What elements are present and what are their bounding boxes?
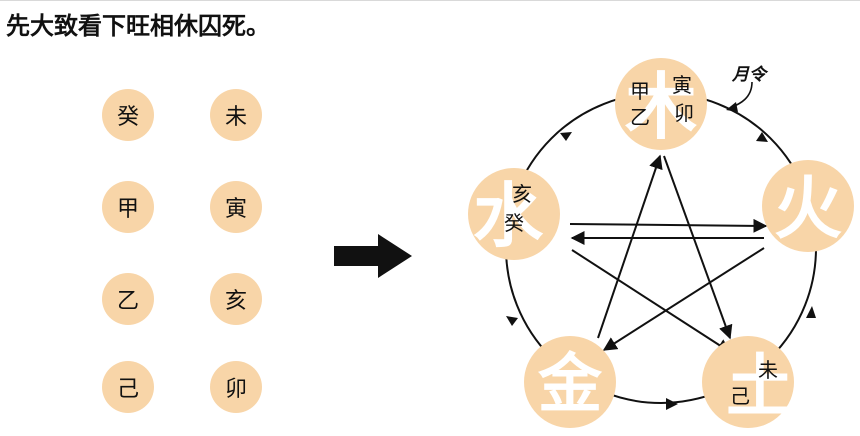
branch-wei: 未 [758,358,778,382]
chip-yi: 乙 [102,273,154,325]
node-fire: 火 [762,160,854,252]
node-water: 水 亥 癸 [468,168,560,260]
cycle-arrowhead [806,306,816,318]
cycle-arrowhead [560,132,572,141]
chip-wei: 未 [210,89,262,141]
node-fire-circle [762,160,854,252]
stem-jia: 甲 [630,79,650,103]
element-metal-label: 金 [537,347,603,422]
top-divider [0,0,860,1]
branch-hai: 亥 [512,182,532,206]
right-arrow-icon [334,234,412,278]
annotation-arrowhead-icon [726,102,738,112]
star-line [571,249,732,353]
star-line [597,154,663,339]
month-order-annotation: 月令 [731,65,769,85]
chip-gui: 癸 [102,89,154,141]
star-line [569,218,768,233]
node-earth: 土 未 己 [702,336,794,428]
stem-yi: 乙 [630,105,650,129]
node-wood: 木 甲 乙 寅 卯 [615,58,707,150]
star-line [602,247,765,351]
element-fire-label: 火 [774,169,842,249]
node-water-circle [468,168,560,260]
branch-yin: 寅 [672,73,692,97]
chip-mao: 卯 [210,361,262,413]
page-title: 先大致看下旺相休囚死。 [6,12,270,40]
cycle-arrowhead [756,132,768,142]
node-wood-circle [615,58,707,150]
cycle-arrowhead [506,316,518,326]
stem-gui: 癸 [504,211,524,235]
element-wood-label: 木 [625,64,697,149]
stem-ji: 己 [730,384,750,408]
node-metal-circle [524,336,616,428]
element-earth-label: 土 [726,347,794,427]
chip-ji: 己 [102,361,154,413]
node-earth-circle [702,336,794,428]
cycle-arrowhead [666,398,678,410]
chip-jia: 甲 [102,181,154,233]
chip-hai: 亥 [210,273,262,325]
chip-yin: 寅 [210,181,262,233]
node-metal: 金 [524,336,616,428]
element-water-label: 水 [473,174,544,257]
branch-mao: 卯 [674,101,694,125]
star-line [663,155,733,340]
annotation-curve [729,81,753,109]
